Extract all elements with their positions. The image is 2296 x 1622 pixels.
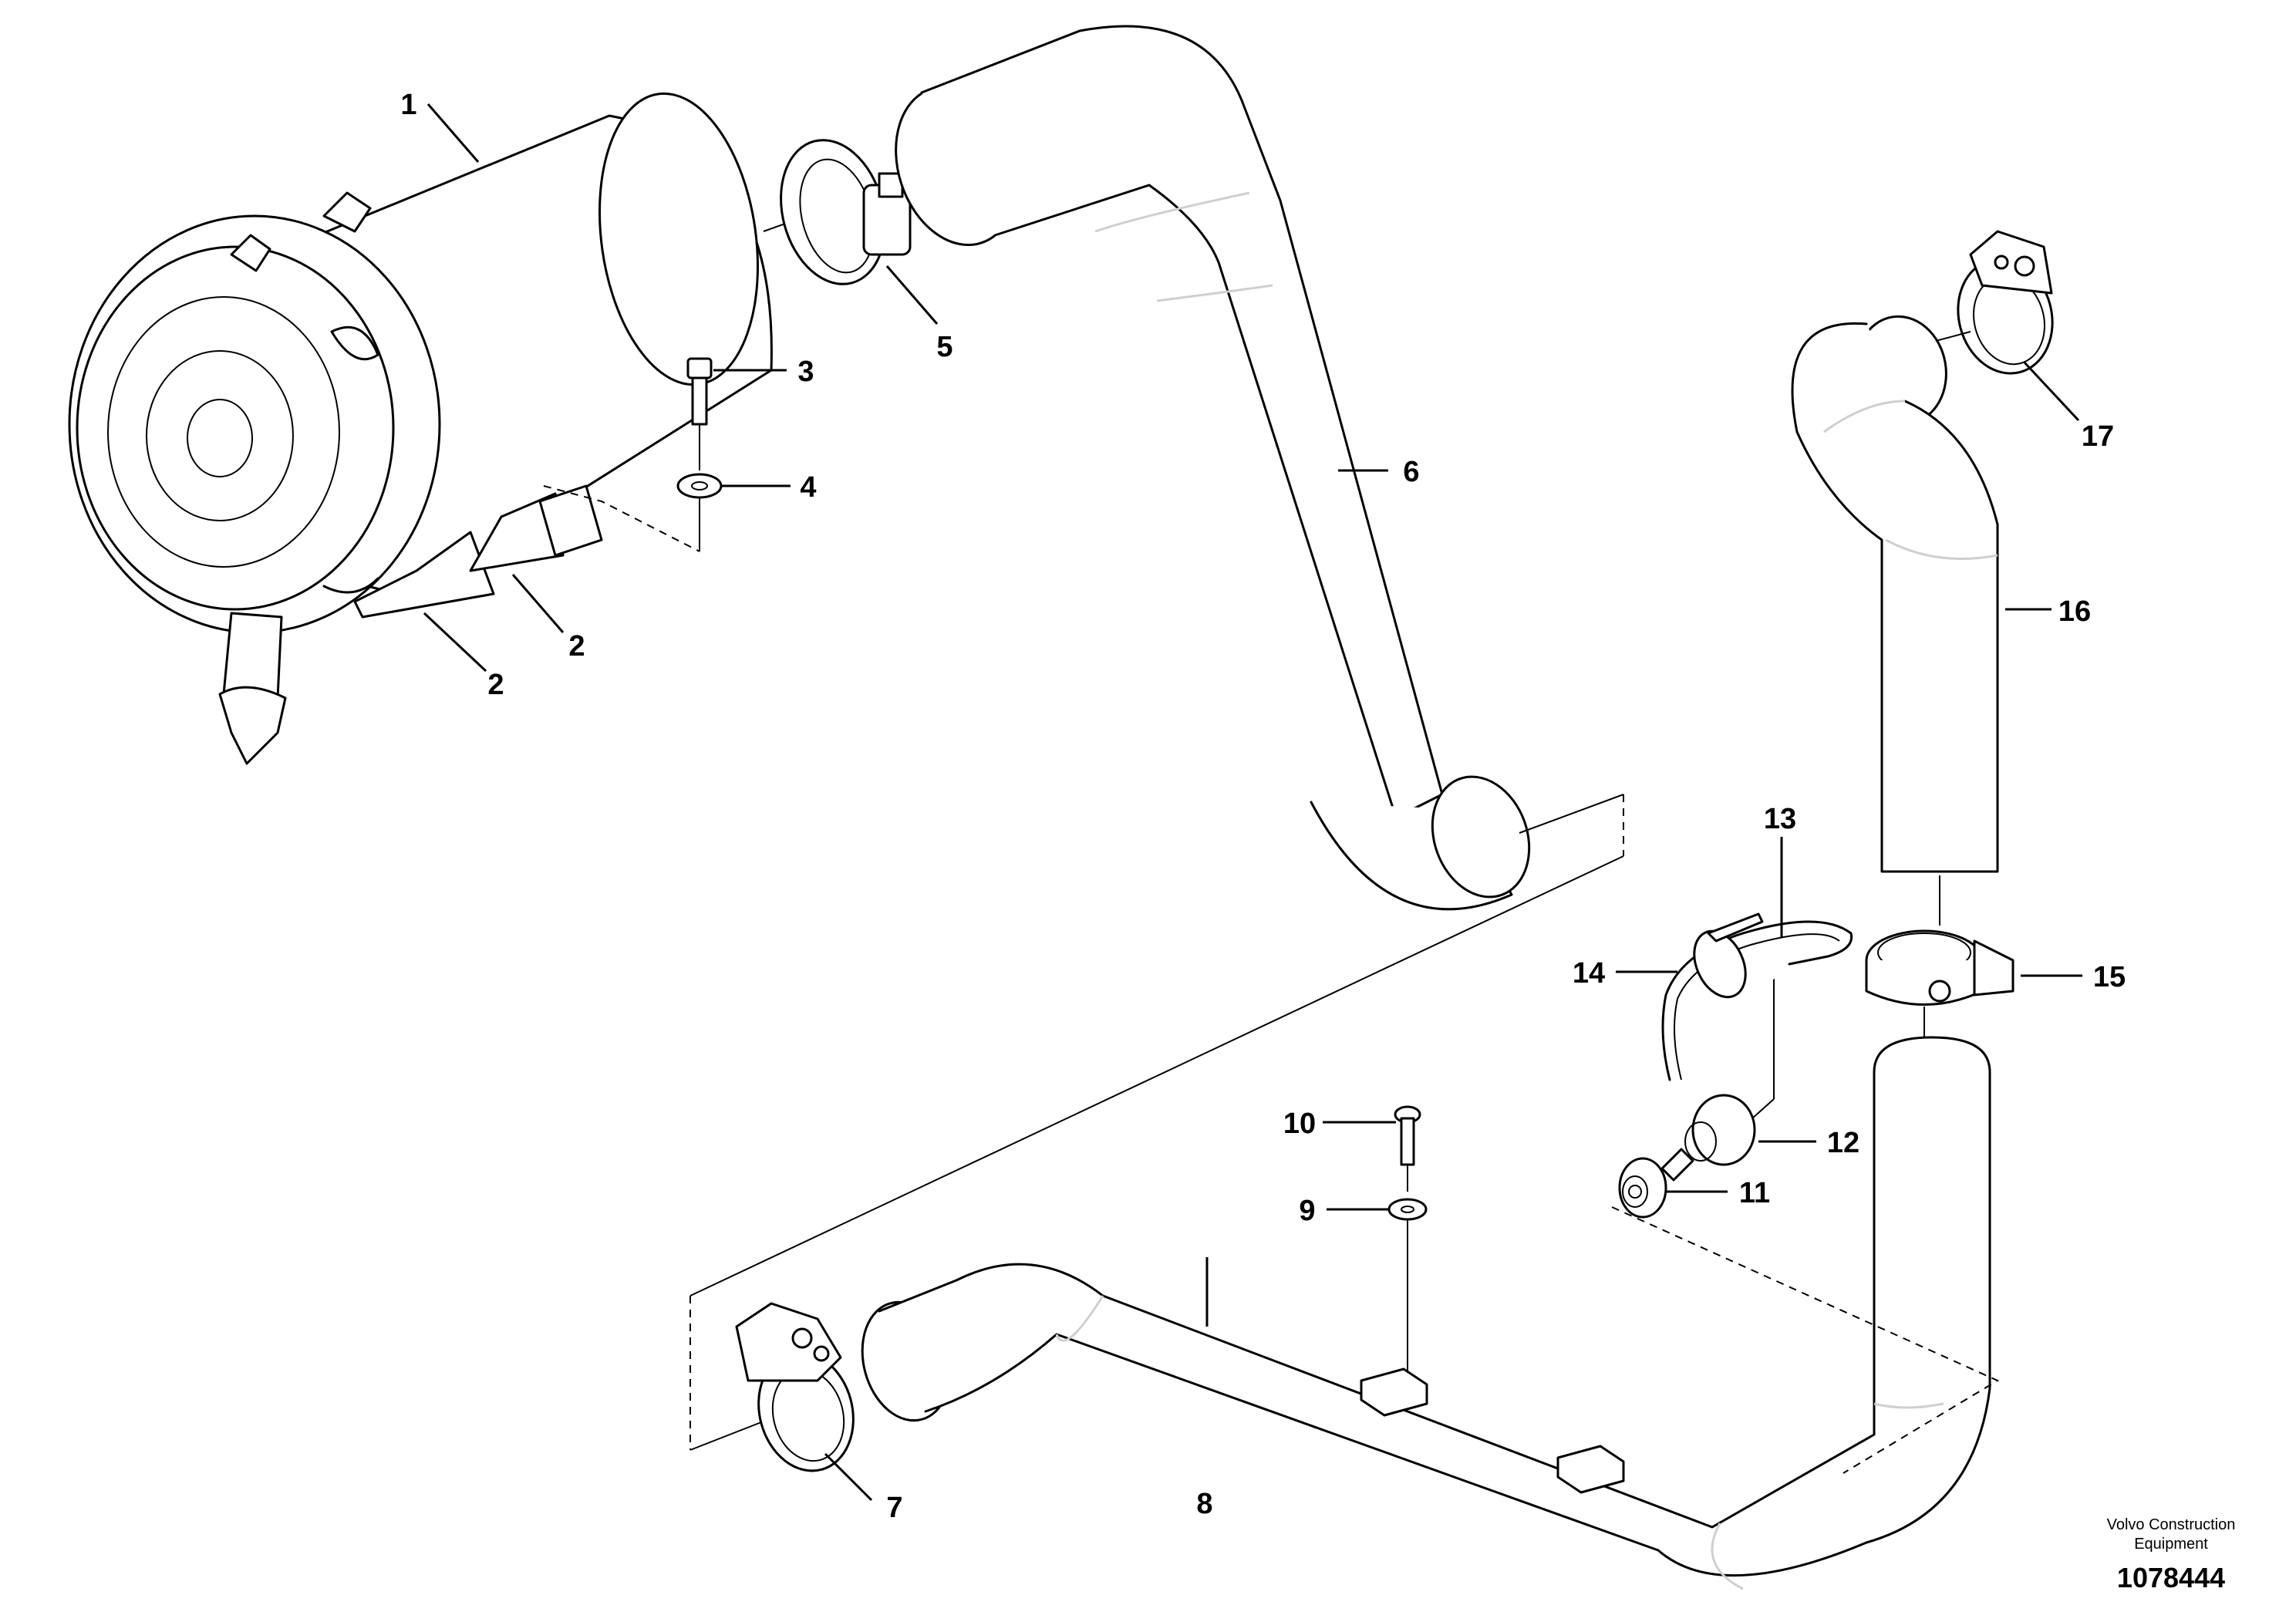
leader-lines	[423, 103, 2082, 1502]
hose-clamp-5	[780, 139, 912, 285]
connect-line-6	[1519, 794, 1624, 834]
clamp-15	[1865, 929, 2014, 1037]
washer-4	[676, 473, 723, 551]
sensor-12	[1660, 956, 1775, 1182]
cable-tie-14	[1693, 912, 1764, 999]
callout-9: 9	[1299, 1195, 1315, 1227]
connect-line-8	[689, 855, 1624, 1297]
callout-16: 16	[2058, 595, 2091, 628]
callout-12: 12	[1827, 1127, 1859, 1159]
callout-15: 15	[2093, 961, 2126, 993]
dash-line-11	[1611, 1206, 2000, 1474]
clamp-7	[735, 1302, 855, 1472]
adapter-11	[1618, 1157, 1667, 1219]
dash-line-4	[543, 485, 700, 552]
air-cleaner	[68, 92, 818, 765]
callout-2a: 2	[487, 669, 504, 701]
callout-8: 8	[1196, 1488, 1212, 1520]
callout-11: 11	[1739, 1177, 1770, 1209]
washer-9	[1387, 1198, 1428, 1373]
callout-5: 5	[936, 331, 952, 363]
brand-line-1: Volvo Construction	[2107, 1516, 2236, 1533]
callout-13: 13	[1764, 803, 1796, 835]
brand-line-2: Equipment	[2134, 1536, 2208, 1553]
callout-17: 17	[2082, 420, 2114, 453]
callout-14: 14	[1573, 957, 1605, 990]
bolt-10	[1394, 1105, 1421, 1192]
clamp-17	[1912, 230, 2054, 375]
callout-10: 10	[1283, 1108, 1316, 1140]
hose-13	[1661, 920, 1853, 1081]
drawing-number: 1078444	[2117, 1562, 2225, 1593]
callout-4: 4	[800, 471, 816, 504]
callout-2b: 2	[568, 630, 585, 663]
bolt-3	[686, 357, 713, 470]
upper-hose-6	[895, 25, 1531, 911]
callout-7: 7	[886, 1492, 902, 1524]
elbow-pipe-16	[1791, 315, 1999, 926]
lower-pipe-8	[861, 1036, 1991, 1590]
callout-3: 3	[797, 356, 814, 388]
callout-6: 6	[1403, 456, 1419, 488]
callout-1: 1	[400, 89, 416, 121]
